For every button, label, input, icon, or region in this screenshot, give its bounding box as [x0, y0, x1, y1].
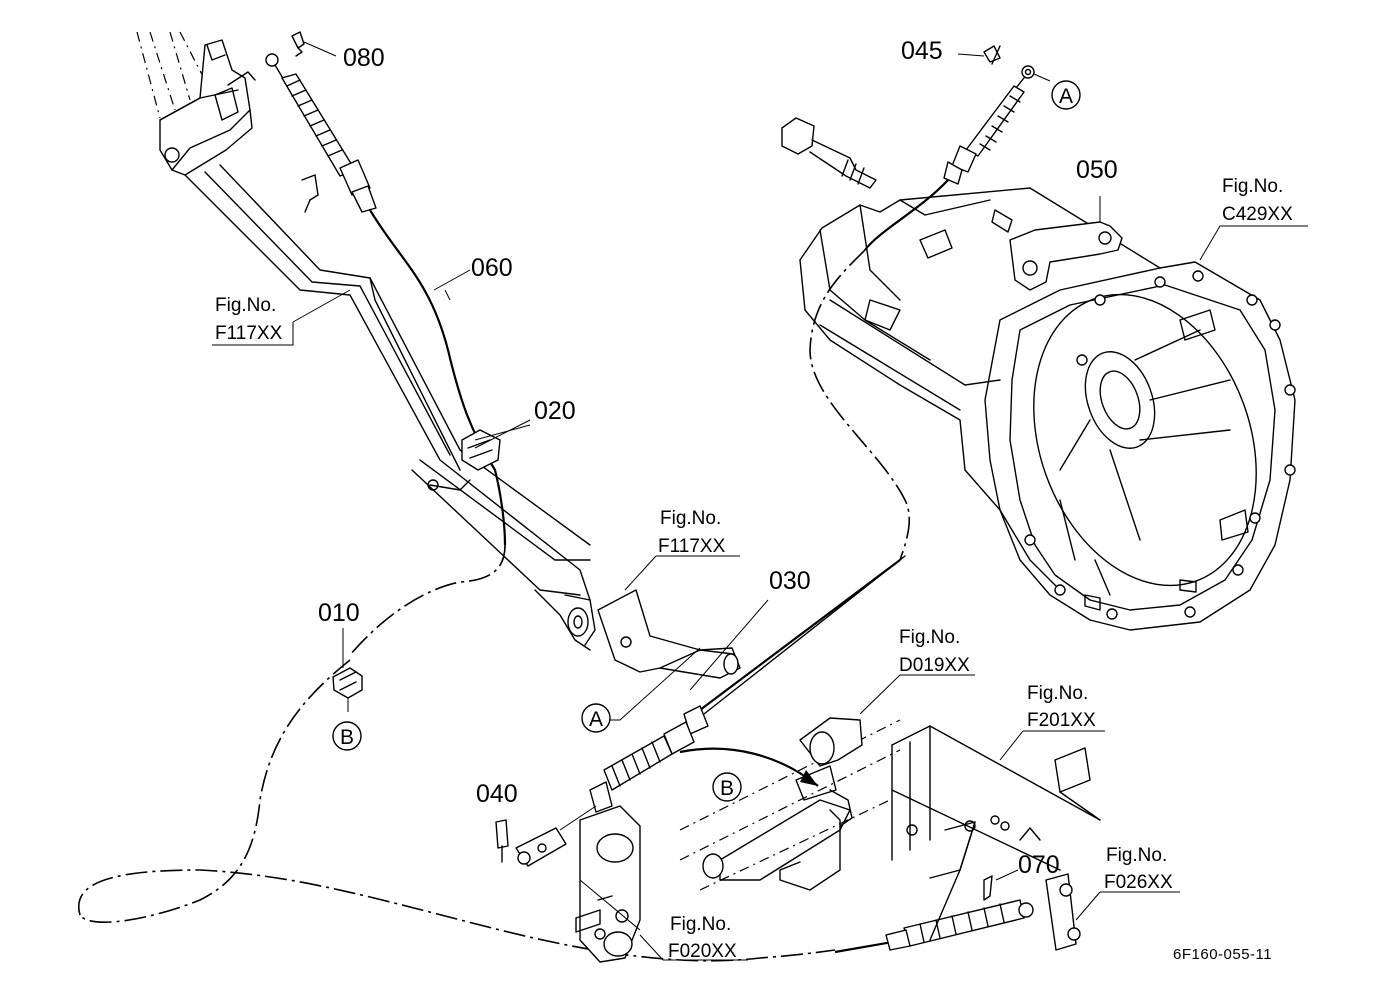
figref-f117-upper-label: Fig.No. — [215, 295, 276, 316]
figref-c429-label: Fig.No. — [1222, 176, 1283, 197]
figref-f020: F020XX — [668, 941, 737, 962]
figref-f020-label: Fig.No. — [670, 914, 731, 935]
lever-050 — [991, 196, 1123, 291]
part-label-030: 030 — [769, 567, 811, 595]
pedal-arm-assembly — [136, 31, 741, 679]
callout-b-right: B — [720, 777, 734, 800]
arrow-b — [679, 747, 819, 787]
clamp-010 — [332, 667, 363, 712]
figref-f026-label: Fig.No. — [1106, 845, 1167, 866]
part-label-045: 045 — [901, 37, 943, 65]
frame-assembly — [891, 725, 1101, 879]
figref-f201-label: Fig.No. — [1027, 683, 1088, 704]
cable-030 — [515, 65, 1035, 867]
clip-020 — [461, 424, 531, 471]
part-label-040: 040 — [476, 780, 518, 808]
callout-b-left: B — [340, 726, 354, 749]
part-label-020: 020 — [534, 397, 576, 425]
d019-bracket — [679, 717, 901, 891]
figref-f117-upper: F117XX — [215, 323, 283, 344]
figref-f117-lower: F117XX — [658, 536, 726, 557]
figref-f201: F201XX — [1027, 710, 1096, 731]
callout-a-upper: A — [1059, 85, 1073, 108]
figref-d019: D019XX — [899, 655, 970, 676]
callout-circles — [332, 80, 1081, 802]
cable-070 — [834, 821, 1081, 954]
part-label-010: 010 — [318, 599, 360, 627]
figref-d019-label: Fig.No. — [899, 627, 960, 648]
part-label-070: 070 — [1018, 851, 1060, 879]
pin-040 — [495, 819, 509, 863]
transmission-housing — [781, 117, 1296, 631]
cable-060 — [77, 53, 836, 962]
pin-080 — [291, 31, 337, 57]
leader-lines — [212, 73, 1308, 961]
part-label-060: 060 — [471, 254, 513, 282]
figref-f117-lower-label: Fig.No. — [660, 508, 721, 529]
pin-045 — [957, 45, 1001, 65]
callout-a-lower: A — [589, 708, 603, 731]
f020-bracket — [575, 805, 641, 963]
diagram-code: 6F160-055-11 — [1173, 946, 1272, 963]
part-label-080: 080 — [343, 44, 385, 72]
figref-c429: C429XX — [1222, 204, 1293, 225]
part-label-050: 050 — [1076, 156, 1118, 184]
figref-f026: F026XX — [1104, 872, 1173, 893]
